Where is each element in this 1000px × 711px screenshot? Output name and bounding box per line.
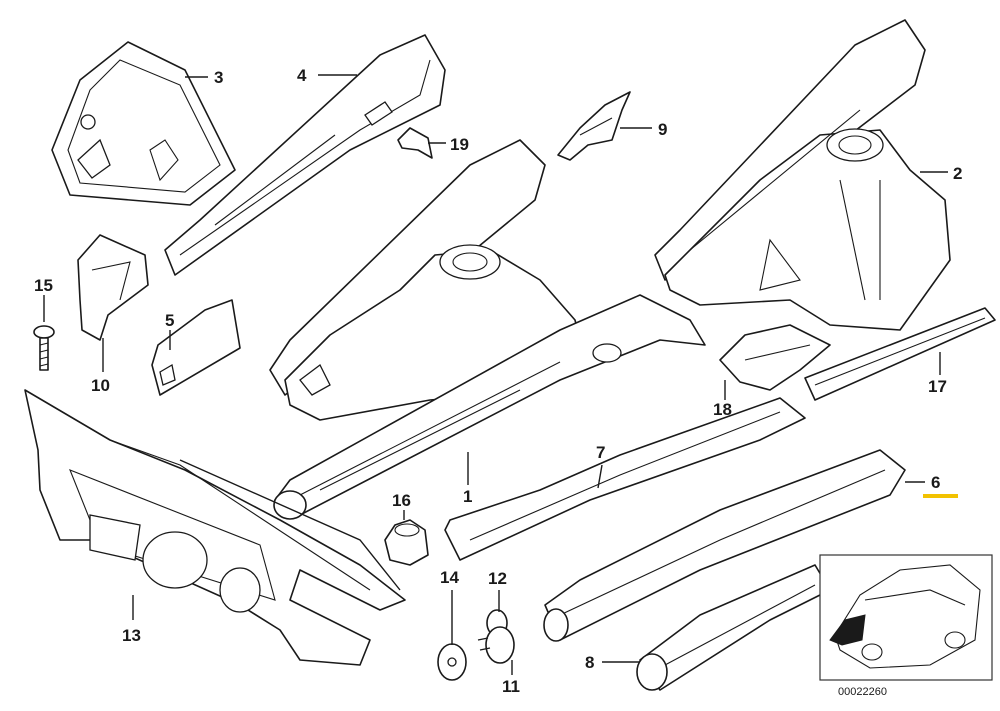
callout-15: 15 [34, 276, 53, 295]
callout-17: 17 [928, 377, 947, 396]
part-13-front-panel [24, 389, 406, 666]
part-18-panel [719, 324, 831, 391]
callout-6: 6 [931, 473, 940, 492]
diagram-number: 00022260 [838, 686, 887, 698]
part-14-flange-disc [437, 643, 467, 681]
callout-labels: 3 4 19 9 2 15 5 10 18 17 16 1 7 6 14 12 … [34, 66, 962, 696]
part-7-extension [444, 397, 806, 561]
inset-vehicle-view [819, 554, 993, 681]
part-1-left-wheelhouse-and-member [269, 139, 706, 520]
part-12-11-adapters [477, 609, 515, 664]
callout-16: 16 [392, 491, 411, 510]
part-4-upper-member-left [164, 34, 446, 276]
callout-12: 12 [488, 569, 507, 588]
part-10-bracket [77, 234, 149, 341]
part-9-bracket [557, 91, 631, 161]
callout-3: 3 [214, 68, 223, 87]
callout-14: 14 [440, 568, 459, 587]
callout-9: 9 [658, 120, 667, 139]
callout-4: 4 [297, 66, 307, 85]
callout-8: 8 [585, 653, 594, 672]
part-17-rail [804, 307, 996, 401]
callout-13: 13 [122, 626, 141, 645]
callout-11: 11 [502, 677, 520, 696]
part-2-right-wheelhouse [654, 19, 951, 331]
part-6-member [543, 449, 906, 642]
part-16-bump-stop [384, 519, 429, 566]
callout-7: 7 [596, 443, 605, 462]
highlight-underline-6 [923, 494, 958, 498]
callout-19: 19 [450, 135, 469, 154]
part-15-screw [33, 325, 55, 371]
part-5-reinforcement [151, 299, 241, 396]
callout-18: 18 [713, 400, 732, 419]
part-19-bracket [397, 127, 433, 159]
callout-2: 2 [953, 164, 962, 183]
callout-1: 1 [463, 487, 472, 506]
leader-lines [43, 74, 948, 675]
part-8-lower-member [636, 564, 831, 691]
callout-10: 10 [91, 376, 110, 395]
callout-5: 5 [165, 311, 174, 330]
part-3-wheel-arch-panel [51, 41, 236, 206]
